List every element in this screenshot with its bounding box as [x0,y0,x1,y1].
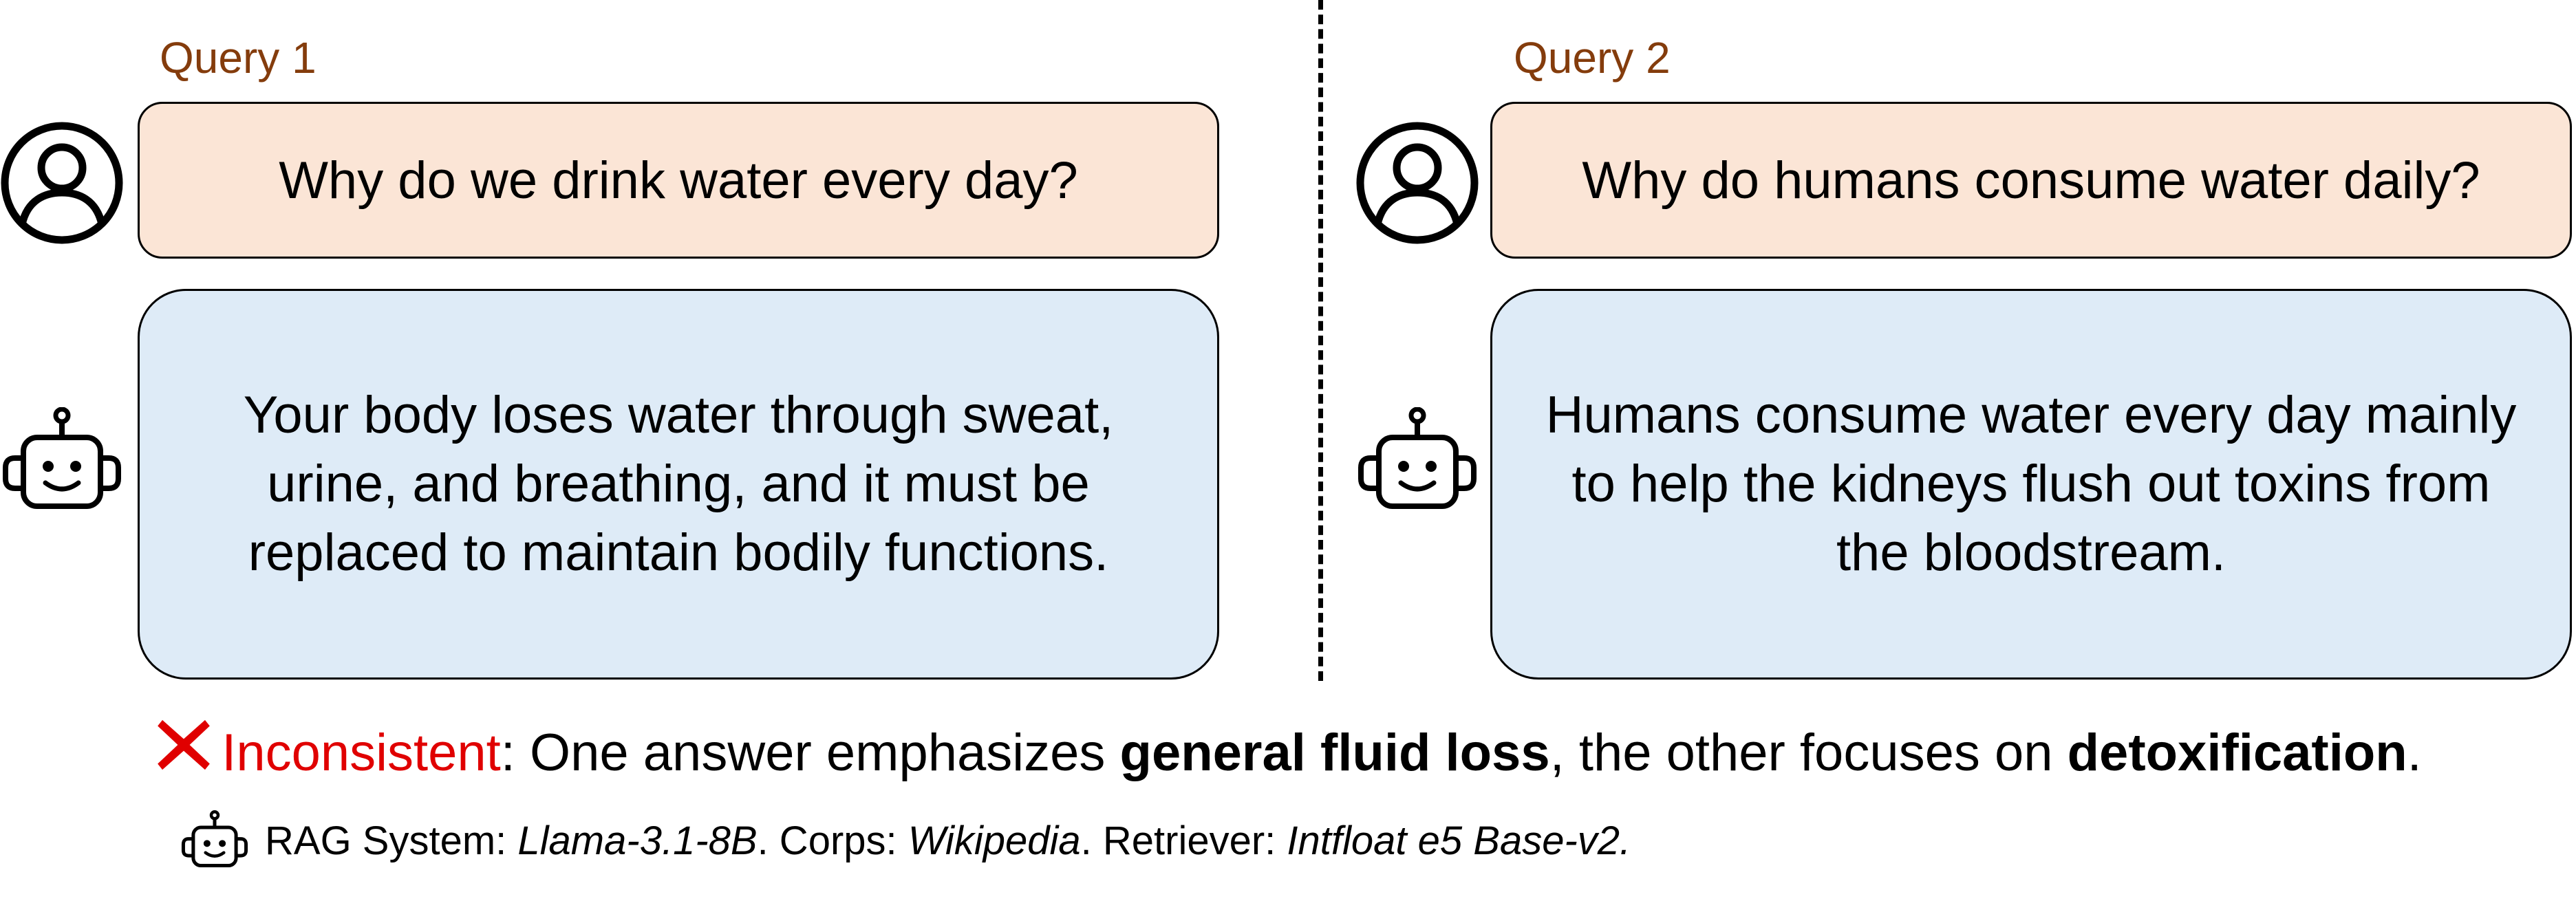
footer-retriever-value: Intfloat e5 Base-v2. [1287,818,1631,863]
answer-1-text: Your body loses water through sweat, uri… [243,385,1114,583]
user-icon [1,122,123,244]
verdict-line: Inconsistent: One answer emphasizes gene… [0,715,2576,784]
column-divider [1318,0,1323,681]
answer-bubble-1: Your body loses water through sweat, uri… [138,289,1219,680]
question-1-text: Why do we drink water every day? [279,151,1078,210]
question-bubble-2: Why do humans consume water daily? [1490,102,2572,259]
answer-bubble-2: Humans consume water every day mainly to… [1490,289,2572,680]
robot-icon [3,407,121,509]
answer-2-text: Humans consume water every day mainly to… [1545,385,2517,583]
footer-system-value: Llama-3.1-8B [517,818,758,863]
verdict-mid: , the other focuses on [1549,724,2068,782]
footer-corpus-label: . Corps: [757,818,908,863]
verdict-term-2: detoxification [2067,724,2407,782]
verdict-end: . [2407,724,2422,782]
user-icon [1356,122,1479,244]
robot-icon [181,810,248,868]
verdict-term-1: general fluid loss [1119,724,1550,782]
query-1-title: Query 1 [160,33,316,83]
question-2-text: Why do humans consume water daily? [1582,151,2480,210]
verdict-sep: : One answer emphasizes [500,724,1120,782]
cross-icon [158,719,211,770]
footer-retriever-label: . Retriever: [1080,818,1287,863]
footer-system-label: RAG System: [265,818,518,863]
inconsistent-label: Inconsistent [222,724,501,782]
query-2-title: Query 2 [1514,33,1671,83]
footer-corpus-value: Wikipedia [908,818,1081,863]
footer-info: RAG System: Llama-3.1-8B. Corps: Wikiped… [265,817,1631,865]
question-bubble-1: Why do we drink water every day? [138,102,1219,259]
robot-icon [1358,407,1477,509]
